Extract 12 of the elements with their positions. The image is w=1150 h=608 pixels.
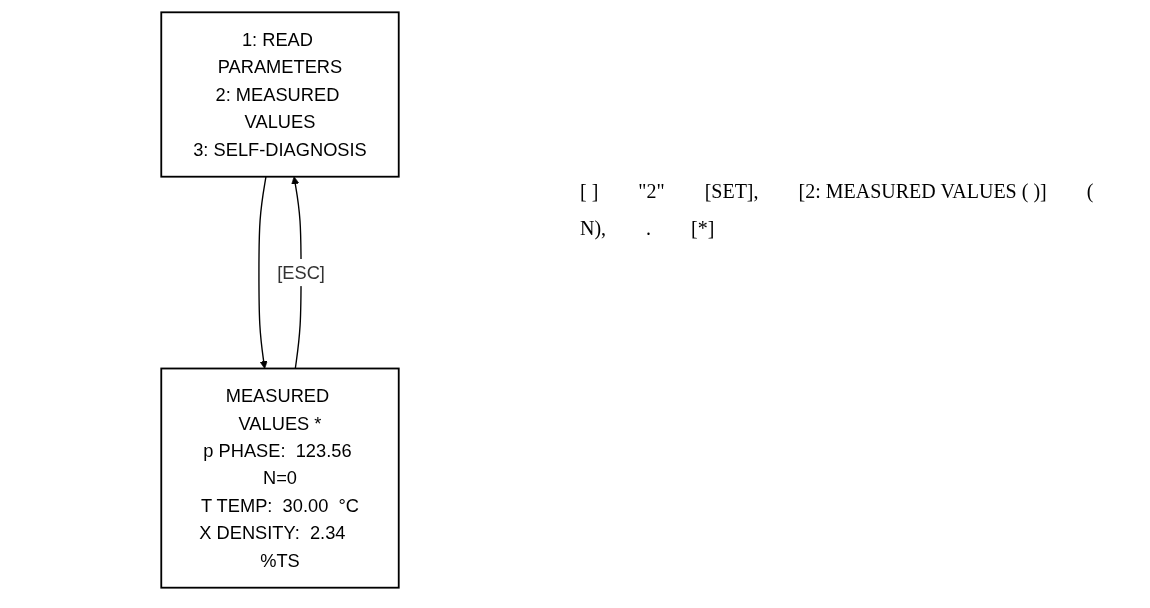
note-text: ( (1086, 180, 1094, 203)
node-box: 1: READ PARAMETERS 2: MEASURED VALUES 3: SELF-DIAGNOSIS (160, 11, 400, 178)
arrow (258, 176, 268, 369)
note-text: "2" (638, 180, 665, 203)
note-text: . (646, 217, 652, 240)
edge-label: [ESC] (277, 262, 325, 283)
note-text: [ ] (580, 180, 599, 203)
note-text: [*] (691, 217, 715, 240)
note-text: [SET], (704, 180, 759, 203)
node-box: MEASURED VALUES * p PHASE: 123.56 N=0 T TEMP: 30.00 °C X DENSITY: 2.34 %TS (160, 367, 400, 589)
note-text: N), (580, 217, 607, 240)
note-text: [2: MEASURED VALUES ( )] (798, 180, 1047, 203)
